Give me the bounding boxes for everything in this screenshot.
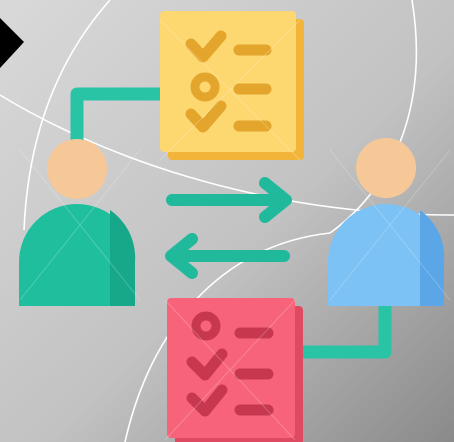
corner-shape <box>0 18 24 68</box>
person-right-icon <box>328 138 445 306</box>
connector-top <box>70 87 160 142</box>
connector-bottom <box>296 302 392 359</box>
checklist-top-icon <box>160 11 304 160</box>
checklist-bottom-icon <box>167 298 303 442</box>
watermark-pattern <box>19 19 451 441</box>
person-left-icon <box>19 139 136 306</box>
exchange-arrows-icon <box>165 177 292 279</box>
